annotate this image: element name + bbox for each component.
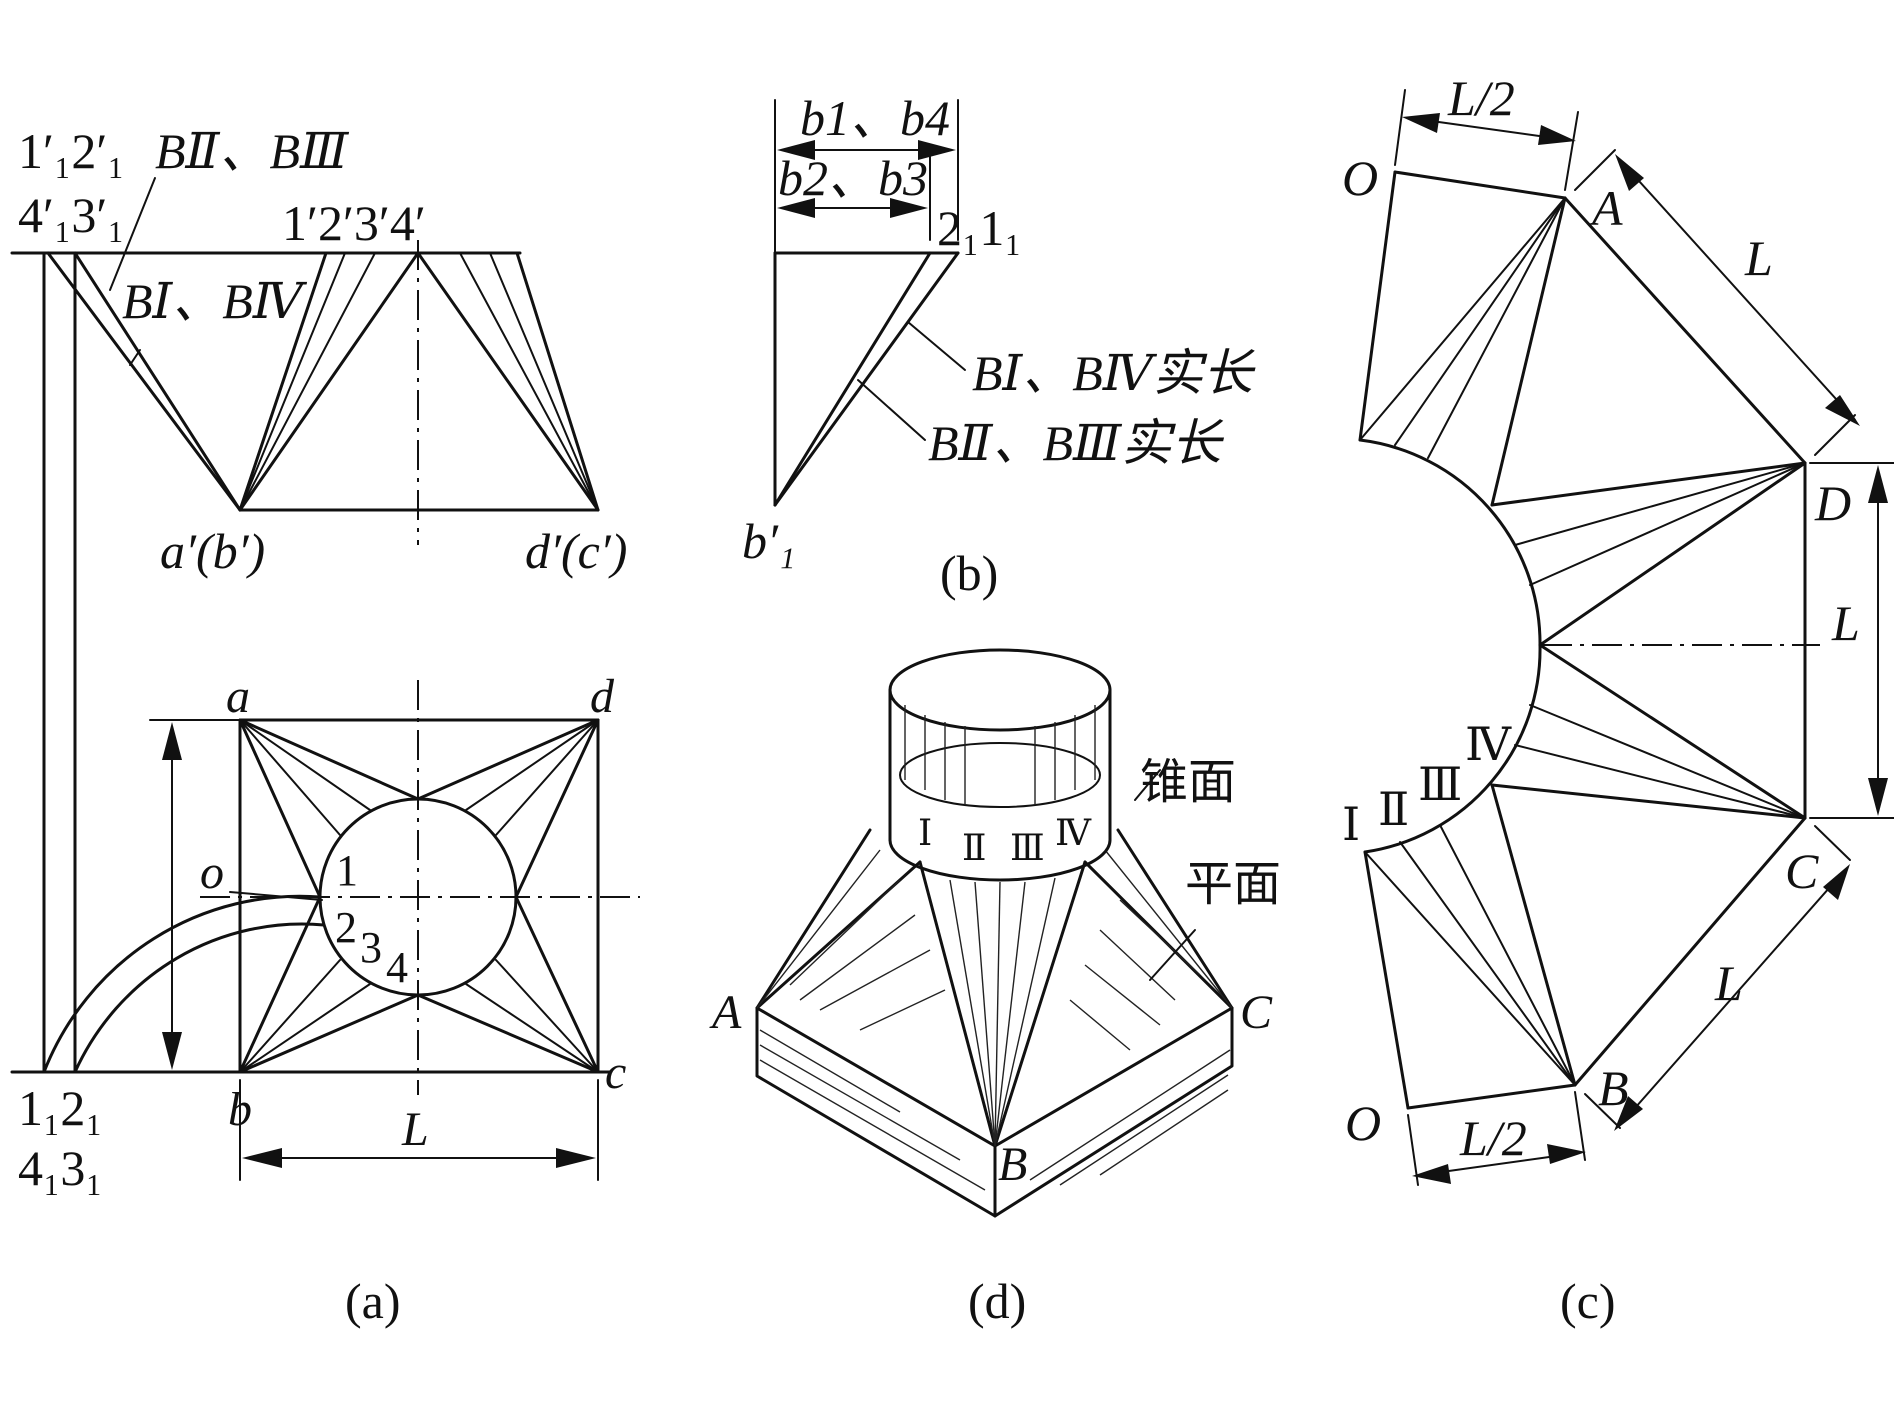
label-corner-a: a — [226, 670, 250, 723]
label-corner-c: c — [605, 1046, 626, 1099]
label-c-L-AD: L — [1744, 230, 1773, 286]
label-c-L-DC: L — [1831, 595, 1860, 651]
label-point-1: 1 — [336, 846, 358, 895]
label-d-roman-I: Ⅰ — [918, 813, 932, 853]
panel-d-base-hatch — [759, 1029, 1231, 1191]
panel-d-plane-hatch — [789, 879, 1201, 1051]
panel-a: 1′₁2′₁ 4′₁3′₁ BⅡ、BⅢ BⅠ、BⅣ 1′2′3′4′ a′(b′… — [10, 123, 640, 1329]
label-c-roman-I: Ⅰ — [1342, 799, 1360, 850]
panel-c: O A D C B O L/2 L/2 L L L Ⅰ Ⅱ Ⅲ Ⅳ (c) — [1342, 70, 1894, 1329]
label-1p1-2p1: 1′₁2′₁ — [18, 123, 125, 179]
label-c-A: A — [1589, 180, 1623, 236]
label-corner-d: d — [590, 670, 615, 723]
label-d-roman-III: Ⅲ — [1010, 828, 1045, 868]
label-a-prime-b-prime: a′(b′) — [160, 523, 265, 579]
label-d-roman-IV: Ⅳ — [1055, 813, 1092, 853]
label-1-1-2-1: 1₁2₁ — [18, 1080, 103, 1136]
label-2-1-1-1: 2₁1₁ — [937, 200, 1022, 256]
label-point-4: 4 — [386, 943, 408, 992]
label-c-half-bottom: L/2 — [1459, 1110, 1527, 1166]
label-c-roman-IV: Ⅳ — [1465, 719, 1512, 770]
panel-b: b1、b4 b2、b3 2₁1₁ b′₁ BⅠ、BⅣ实长 BⅡ、BⅢ实长 (b) — [742, 90, 1256, 601]
label-cone-surface: 锥面 — [1140, 754, 1236, 810]
label-b2-b3: b2、b3 — [778, 150, 928, 206]
caption-d: (d) — [968, 1273, 1026, 1329]
label-b1-b4: b1、b4 — [800, 90, 950, 146]
label-c-roman-II: Ⅱ — [1378, 784, 1409, 835]
panel-d: Ⅰ Ⅱ Ⅲ Ⅳ A B C 锥面 平面 (d) — [709, 648, 1281, 1329]
label-c-O-bottom: O — [1345, 1095, 1381, 1151]
label-point-2: 2 — [335, 903, 357, 952]
label-c-L-CB: L — [1714, 955, 1743, 1011]
panel-a-front-labels: 1′₁2′₁ 4′₁3′₁ BⅡ、BⅢ BⅠ、BⅣ 1′2′3′4′ a′(b′… — [18, 123, 627, 579]
label-d-B: B — [998, 1138, 1027, 1191]
label-1p2p3p4p: 1′2′3′4′ — [282, 195, 426, 251]
label-c-O-top: O — [1342, 150, 1378, 206]
label-d-prime-c-prime: d′(c′) — [525, 523, 627, 579]
label-center-o: o — [200, 846, 224, 899]
label-c-roman-III: Ⅲ — [1418, 759, 1462, 810]
label-point-3: 3 — [360, 923, 382, 972]
label-c-C: C — [1785, 843, 1819, 899]
label-4p1-3p1: 4′₁3′₁ — [18, 187, 125, 243]
panel-c-fan-lines — [1359, 196, 1807, 1087]
caption-b: (b) — [940, 545, 998, 601]
label-d-C: C — [1240, 986, 1273, 1039]
label-b-prime-1: b′₁ — [742, 513, 795, 569]
top-view-generators — [238, 718, 600, 1074]
label-c-half-top: L/2 — [1447, 70, 1515, 126]
label-corner-b: b — [228, 1083, 252, 1136]
label-4-1-3-1: 4₁3₁ — [18, 1140, 103, 1196]
label-d-roman-II: Ⅱ — [962, 828, 986, 868]
label-d-A: A — [709, 986, 742, 1039]
label-true-length-bI-bIV: BⅠ、BⅣ实长 — [972, 345, 1256, 401]
label-bII-bIII: BⅡ、BⅢ — [155, 123, 349, 179]
label-c-B: B — [1598, 1060, 1629, 1116]
panel-a-top-view — [10, 680, 640, 1181]
panel-d-cone-lines — [756, 849, 1233, 1147]
caption-a: (a) — [345, 1273, 401, 1329]
label-plane-surface: 平面 — [1185, 856, 1281, 912]
label-c-D: D — [1814, 475, 1851, 531]
panel-a-top-labels: a d b c o 1 2 3 4 L 1₁2₁ 4₁3₁ — [18, 670, 626, 1196]
label-bI-bIV: BⅠ、BⅣ — [122, 273, 308, 329]
caption-c: (c) — [1560, 1273, 1616, 1329]
label-true-length-bII-bIII: BⅡ、BⅢ实长 — [928, 415, 1224, 471]
panel-a-front-view — [10, 240, 600, 1074]
label-dimension-L: L — [401, 1103, 429, 1156]
panel-d-cylinder-hatch — [904, 705, 1096, 805]
